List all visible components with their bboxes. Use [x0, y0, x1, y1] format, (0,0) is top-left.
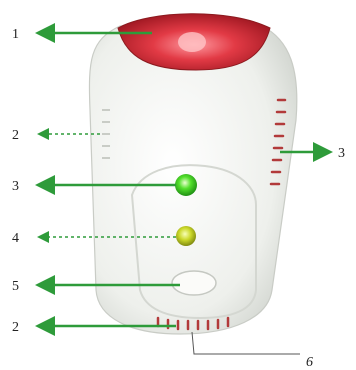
callout-label-3a: 3	[338, 146, 345, 161]
test-button	[172, 271, 216, 295]
power-led	[175, 174, 197, 196]
callout-label-6: 6	[306, 355, 313, 370]
callout-label-2b: 2	[12, 320, 19, 335]
callout-label-2a: 2	[12, 128, 19, 143]
callout-label-3b: 3	[12, 179, 19, 194]
callout-leader-6	[192, 332, 300, 354]
callout-label-4: 4	[12, 231, 19, 246]
alarm-led	[176, 226, 196, 246]
callout-label-5: 5	[12, 279, 19, 294]
siren-highlight	[178, 32, 206, 52]
callout-label-1: 1	[12, 27, 19, 42]
